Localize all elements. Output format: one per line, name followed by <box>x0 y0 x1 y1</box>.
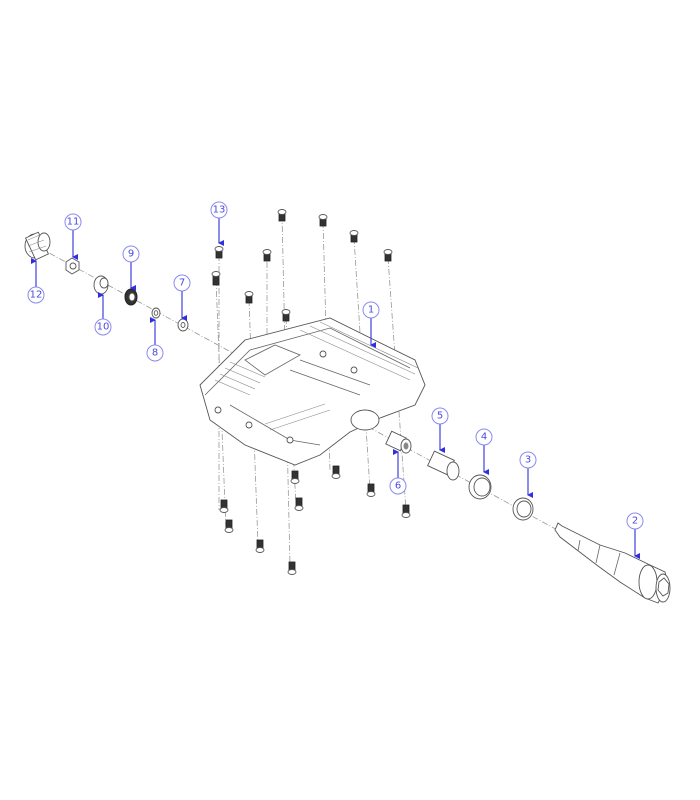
small-washer <box>151 307 161 319</box>
bushing <box>427 450 460 481</box>
svg-text:8: 8 <box>152 348 158 359</box>
needle-bearing <box>385 430 412 454</box>
svg-text:6: 6 <box>395 481 401 492</box>
svg-text:11: 11 <box>67 217 80 228</box>
callout-5: 5 <box>431 407 449 453</box>
inner-bearing <box>93 275 109 295</box>
cartridge-bearing <box>124 288 138 306</box>
callout-11: 11 <box>64 213 82 260</box>
callout-3: 3 <box>519 451 537 498</box>
seal-ring <box>512 497 534 521</box>
svg-text:12: 12 <box>30 290 43 301</box>
callout-6: 6 <box>389 449 407 495</box>
end-cap <box>24 231 51 261</box>
callouts: 1 2 3 4 5 6 7 8 9 10 11 12 13 <box>27 201 644 559</box>
callout-13: 13 <box>210 201 228 246</box>
callout-12: 12 <box>27 258 45 304</box>
svg-text:3: 3 <box>525 455 531 466</box>
callout-8: 8 <box>146 317 164 362</box>
svg-text:10: 10 <box>97 322 110 333</box>
svg-text:9: 9 <box>128 249 134 260</box>
callout-10: 10 <box>94 292 112 336</box>
svg-text:1: 1 <box>368 305 374 316</box>
outer-washer <box>468 474 492 500</box>
spindle-axle <box>554 522 671 604</box>
callout-9: 9 <box>122 245 140 291</box>
callout-4: 4 <box>475 428 493 475</box>
svg-text:7: 7 <box>179 278 185 289</box>
svg-text:13: 13 <box>213 205 226 216</box>
lock-nut <box>65 257 80 275</box>
traction-pins-top <box>211 209 393 322</box>
traction-pins-bottom <box>219 465 411 575</box>
callout-7: 7 <box>173 274 191 321</box>
pedal-body <box>199 317 426 466</box>
svg-text:5: 5 <box>437 411 443 422</box>
callout-1: 1 <box>362 301 380 348</box>
callout-2: 2 <box>626 512 644 559</box>
svg-text:4: 4 <box>481 432 487 443</box>
flat-washer <box>177 318 189 332</box>
svg-text:2: 2 <box>632 516 638 527</box>
